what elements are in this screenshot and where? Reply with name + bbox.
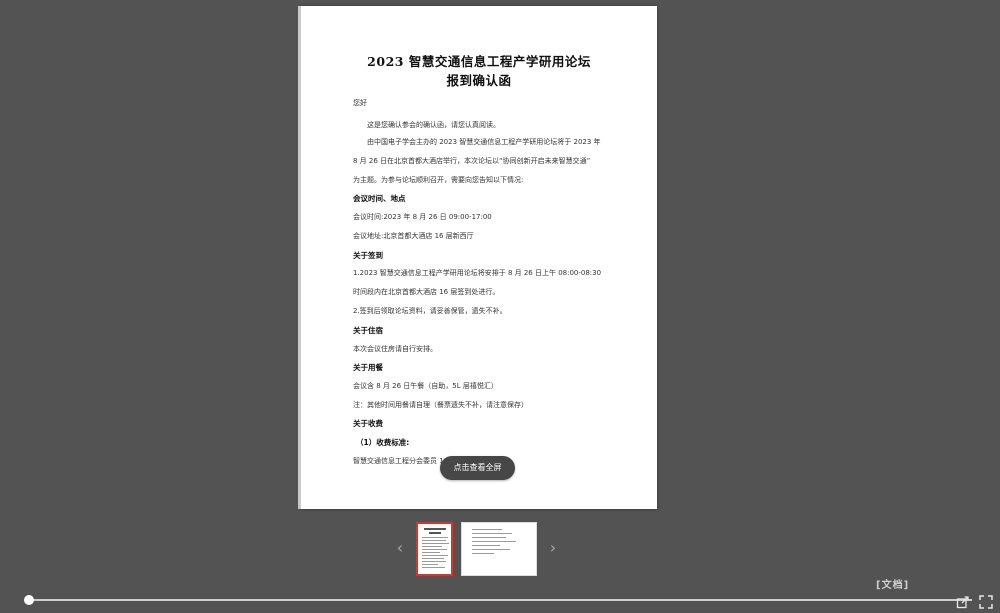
body-line: 您好 — [353, 99, 367, 107]
body-line: 本次会议住房请自行安排。 — [353, 345, 437, 353]
body-line: 智慧交通信息工程分会委员 1000 元 — [353, 457, 467, 465]
body-line: 时间段内在北京首都大酒店 16 层签到处进行。 — [353, 288, 500, 296]
section-heading: 关于住宿 — [353, 326, 383, 335]
body-line: 会议时间:2023 年 8 月 26 日 09:00-17:00 — [353, 213, 492, 221]
document-title-line2: 报到确认函 — [446, 73, 512, 88]
view-fullscreen-button[interactable]: 点击查看全屏 — [440, 456, 515, 480]
section-heading: 关于收费 — [353, 419, 383, 428]
chevron-left-icon[interactable]: ‹ — [396, 538, 404, 557]
section-heading: 关于用餐 — [353, 363, 383, 372]
section-heading: 关于签到 — [353, 251, 383, 260]
body-line: 会议含 8 月 26 日午餐（自助，5L 层禧悦汇） — [353, 382, 498, 390]
fullscreen-icon[interactable] — [979, 594, 993, 609]
section-heading: 会议时间、地点 — [353, 194, 406, 203]
page-thumbnail-2[interactable] — [461, 522, 537, 576]
body-line: 8 月 26 日在北京首都大酒店举行，本次论坛以“协同创新开启未来智慧交通” — [353, 157, 591, 165]
watermark: [文档] — [876, 580, 910, 591]
document-page: 2023 智慧交通信息工程产学研用论坛 报到确认函 您好这是您确认参会的确认函，… — [301, 6, 657, 509]
section-heading: （1）收费标准: — [356, 438, 410, 447]
body-line: 这是您确认参会的确认函，请您认真阅读。 — [367, 121, 500, 129]
progress-knob[interactable] — [24, 595, 34, 605]
page-thumbnail-1[interactable] — [416, 522, 453, 576]
body-line: 会议地址:北京首都大酒店 16 层新西厅 — [353, 232, 474, 240]
body-line: 1.2023 智慧交通信息工程产学研用论坛将安排于 8 月 26 日上午 08:… — [353, 269, 602, 277]
chevron-right-icon[interactable]: › — [549, 538, 557, 557]
body-line: 为主题。为参与论坛顺利召开，需要向您告知以下情况: — [353, 176, 524, 184]
document-title-line1: 2023 智慧交通信息工程产学研用论坛 — [367, 54, 591, 69]
share-icon[interactable] — [956, 594, 970, 609]
body-line: 由中国电子学会主办的 2023 智慧交通信息工程产学研用论坛将于 2023 年 — [367, 138, 601, 146]
body-line: 注：其他时间用餐请自理（餐票遗失不补，请注意保存） — [353, 401, 528, 409]
progress-track[interactable] — [28, 599, 972, 601]
body-line: 2.签到后领取论坛资料，请妥善保管，遗失不补。 — [353, 307, 507, 315]
